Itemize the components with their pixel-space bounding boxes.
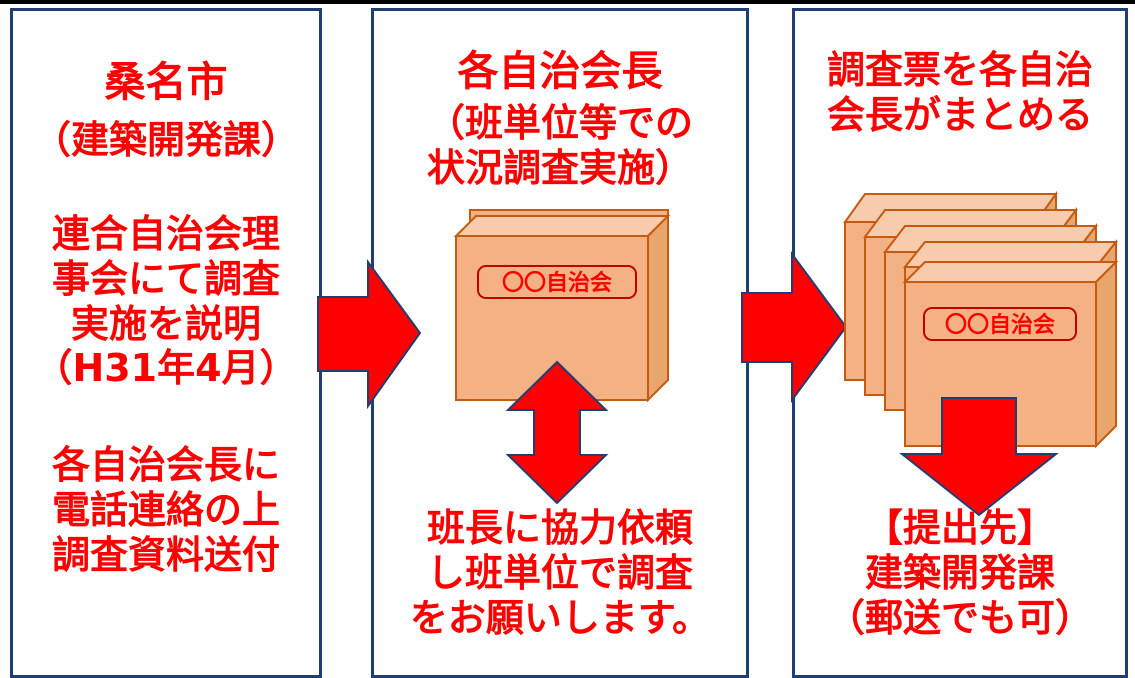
- box-label: 〇〇自治会: [502, 270, 612, 296]
- panel3-bottom-line: 【提出先】: [864, 506, 1055, 550]
- panel2-subtitle: （班単位等での 状況調査実施）: [371, 101, 749, 191]
- panel3-bottom-line: 建築開発課: [864, 550, 1055, 595]
- panel3-bottom-text: 【提出先】 建築開発課 （郵送でも可）: [792, 506, 1128, 640]
- panel3-title-line: 調査票を各自治: [826, 48, 1093, 92]
- flow-arrow-right-icon: [317, 258, 422, 410]
- panel1-block2-line: 各自治会長に: [51, 443, 280, 487]
- panel2-subtitle-line: 状況調査実施）: [426, 145, 693, 190]
- flow-arrow-right-icon: [741, 250, 848, 404]
- two-way-arrow-icon: [505, 360, 609, 505]
- panel3-title: 調査票を各自治 会長がまとめる: [792, 48, 1128, 138]
- panel2-subtitle-line: （班単位等での: [426, 101, 693, 145]
- panel1-block1-line: 実施を説明: [70, 301, 261, 346]
- panel1-block1-line: 事会にて調査: [51, 256, 280, 301]
- panel1-block1-line: 連合自治会理: [51, 212, 280, 256]
- panel1-block2: 各自治会長に 電話連絡の上 調査資料送付: [10, 443, 322, 577]
- panel2-bottom-text: 班長に協力依頼 し班単位で調査 をお願いします。: [371, 506, 749, 640]
- panel2-bottom-line: をお願いします。: [409, 595, 711, 640]
- panel3-title-line: 会長がまとめる: [826, 92, 1093, 137]
- down-arrow-icon: [899, 397, 1059, 517]
- stacked-boxes-icon: 〇〇自治会: [843, 190, 1119, 449]
- panel1-subtitle: （建築開発課）: [32, 118, 299, 162]
- top-rule: [0, 0, 1135, 4]
- panel2-bottom-line: 班長に協力依頼: [426, 506, 693, 550]
- panel1-block2-line: 調査資料送付: [51, 532, 280, 577]
- panel2-bottom-line: し班単位で調査: [426, 550, 693, 595]
- panel3-bottom-line: （郵送でも可）: [826, 595, 1093, 640]
- panel1-block1: 連合自治会理 事会にて調査 実施を説明 （H31年4月）: [10, 212, 322, 391]
- panel2-title: 各自治会長: [457, 47, 663, 95]
- panel-kuwana-city: [10, 8, 322, 678]
- panel1-title: 桑名市: [104, 58, 228, 106]
- box-label: 〇〇自治会: [945, 312, 1055, 338]
- panel1-block1-line: （H31年4月）: [34, 346, 298, 391]
- panel1-block2-line: 電話連絡の上: [51, 487, 280, 532]
